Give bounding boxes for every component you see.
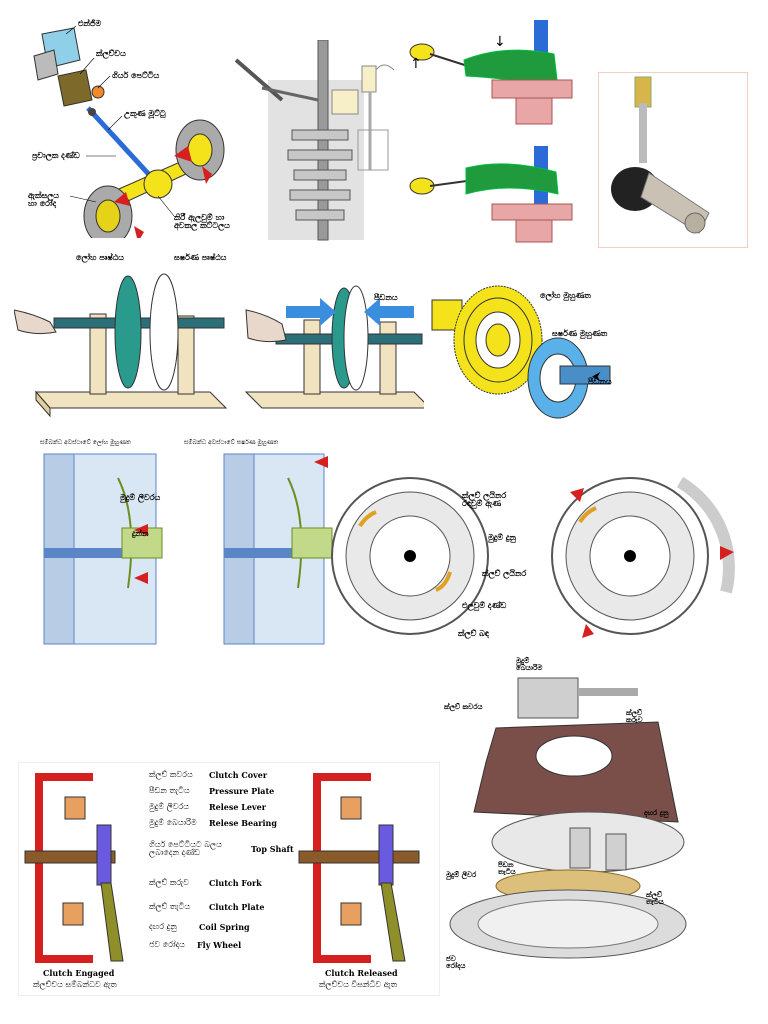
exploded-faces-drawing: ⮜ — [431, 285, 611, 419]
label-release-lever: මුදුම් ලීවරය — [120, 493, 161, 502]
label-differential: කිරී ඇලවුම් හා අවකල කට්ටලය — [174, 213, 230, 230]
svg-text:↑: ↑ — [410, 56, 422, 72]
label-release-springs: මුදුම් දුනු — [488, 533, 516, 542]
legend-item-si: දඟර දුනු — [149, 922, 177, 931]
legend-item-si: පීඩන තැටිය — [149, 786, 190, 795]
caption-engaged-en: Clutch Engaged — [43, 968, 115, 978]
label-propshaft: ප්‍රචාලක දණ්ඩ — [32, 151, 80, 160]
label-pressure-plate: පීඩන තැටිය — [498, 861, 516, 876]
legend-item-si: මුදුම් බෙයාරිම — [149, 818, 197, 827]
master-cylinder-photo — [598, 72, 748, 248]
label-clutch: ක්ලච්චය — [96, 49, 126, 58]
label-release-bearing: මුදුම් බෙයාරිම — [516, 657, 543, 672]
clutch-legend-drawing — [24, 773, 420, 963]
legend-item-si: ක්ලච් කරුව — [149, 878, 189, 887]
discs-stand-diagram: ලෝහ පෘෂ්ඨය ඝර්ෂණ පෘෂ්ඨය පීඩනය — [14, 250, 424, 440]
legend-item-en: Relese Bearing — [209, 818, 277, 828]
centrifugal-clutch-diagram: ක්ලච් ලයිනර රඳවුම් ඇණ මුදුම් දුනු ක්ලච් … — [330, 462, 750, 652]
legend-item-si: ජව රෝදය — [149, 940, 185, 949]
label-engine: එන්ජිම — [78, 19, 102, 28]
label-released-title: සම්බන්ධ අවස්ථාවේ ඝර්ෂණ මුහුණත — [184, 439, 279, 446]
legend-item-en: Relese Lever — [209, 802, 266, 812]
label-metal-face: ලෝහ මුහුණත — [540, 291, 591, 300]
legend-item-en: Top Shaft — [251, 844, 294, 854]
caption-released-en: Clutch Released — [325, 968, 398, 978]
label-flywheel: ජව රෝදය — [446, 955, 466, 970]
label-pivot-pin: එලවුම් දණ්ඩ — [462, 601, 507, 610]
exploded-clutch-diagram: මුදුම් බෙයාරිම ක්ලච් කවරය ක්ලච් කරුව දඟර… — [438, 652, 754, 1004]
label-friction-plate: ඝර්ෂණ පෘෂ්ඨය — [174, 253, 227, 262]
clutch-legend-diagram: ක්ලච් කවරය Clutch Cover පීඩන තැටිය Press… — [18, 762, 440, 996]
legend-item-en: Fly Wheel — [197, 940, 242, 950]
cross-section-diagram: සම්බන්ධ අවස්ථාවේ ලෝහ මුහුණත සම්බන්ධ අවස්… — [38, 438, 338, 648]
label-gearbox: ගියර් පෙට්ටිය — [112, 71, 160, 80]
centrifugal-clutch-drawing — [331, 476, 735, 638]
legend-item-si: ගියර් පෙට්ටියට බලය ලබාදෙන දණ්ඩ — [149, 840, 222, 857]
legend-item-en: Clutch Fork — [209, 878, 262, 888]
label-clutch-fork: ක්ලච් කරුව — [626, 709, 643, 724]
caption-engaged-si: ක්ලච්චය සම්බන්ධව ඇත — [33, 980, 117, 989]
label-friction-face: ඝර්ෂණ මුහුණත — [552, 329, 608, 338]
drivetrain-diagram: එන්ජිම ක්ලච්චය ගියර් පෙට්ටිය උකුණ මූට්ටු… — [14, 16, 240, 238]
master-cylinder-drawing — [611, 76, 710, 234]
label-clutch-drum: ක්ලච් බඳ — [458, 629, 489, 638]
exploded-clutch-drawing — [449, 677, 687, 959]
discs-stand-drawing — [14, 273, 424, 418]
legend-item-en: Coil Spring — [199, 922, 250, 932]
label-coil-spring: දඟර දුනු — [644, 809, 669, 817]
label-pressure: පීඩනය — [374, 293, 398, 302]
label-ujoint: උකුණ මූට්ටු — [124, 109, 166, 118]
legend-item-en: Clutch Cover — [209, 770, 268, 780]
svg-text:⮜: ⮜ — [592, 369, 601, 383]
legend-item-si: ක්ලච් තැටිය — [149, 902, 191, 911]
svg-text:↓: ↓ — [494, 34, 506, 50]
legend-item-si: මුදුම් ලීවරය — [149, 802, 190, 811]
label-flywheel-plate: ලෝහ පෘෂ්ඨය — [76, 253, 124, 262]
label-engaged-title: සම්බන්ධ අවස්ථාවේ ලෝහ මුහුණත — [40, 439, 131, 446]
drivetrain-drawing — [33, 25, 225, 238]
legend-item-en: Clutch Plate — [209, 902, 265, 912]
pedal-linkage-diagram — [232, 40, 402, 245]
legend-item-si: ක්ලච් කවරය — [149, 770, 193, 779]
label-release-lever-exploded: මුදුම් ලීවර — [446, 871, 477, 879]
lever-pressure-diagram: ↑ ↓ — [404, 16, 580, 250]
lever-pressure-drawing: ↑ ↓ — [409, 20, 573, 243]
label-clutch-cover: ක්ලච් කවරය — [444, 703, 483, 711]
pedal-linkage-drawing — [234, 40, 395, 241]
legend-item-en: Pressure Plate — [209, 786, 275, 796]
label-clutch-plate: ක්ලච් තැටිය — [646, 891, 664, 906]
label-axle-shaft: ඇක්සලය හා රෝද — [28, 191, 60, 208]
label-exploded-pressure: පීඩනය — [588, 377, 612, 386]
label-clutch-liner: ක්ලච් ලයිනර — [482, 569, 527, 578]
caption-released-si: ක්ලච්චය විසන්ධිව ඇත — [319, 980, 398, 989]
exploded-faces-diagram: ⮜ ලෝහ මුහුණත ඝර්ෂණ මුහුණත පීඩනය — [428, 280, 618, 430]
cross-section-drawing — [43, 453, 333, 645]
label-lining: ක්ලච් ලයිනර රඳවුම් ඇණ — [462, 491, 507, 508]
label-spring: දුන්න — [132, 529, 149, 538]
